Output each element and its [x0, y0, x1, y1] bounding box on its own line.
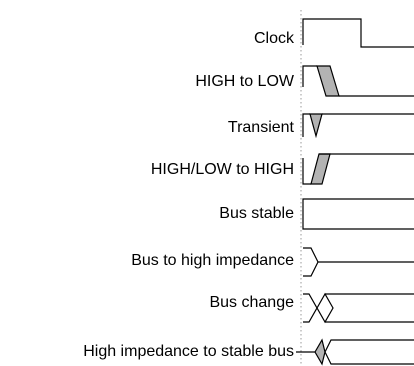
row-highlow-to-high: HIGH/LOW to HIGH	[151, 153, 414, 185]
highlow-to-high-low-segment	[302, 158, 311, 185]
transient-left-stub	[302, 113, 310, 137]
row-transient: Transient	[228, 113, 414, 139]
high-to-low-high-segment	[302, 65, 317, 87]
row-bus-to-highz: Bus to high impedance	[131, 247, 414, 277]
row-bus-stable: Bus stable	[219, 198, 414, 230]
signal-label-clock: Clock	[254, 30, 295, 47]
clock-waveform	[302, 18, 414, 48]
transient-spike	[309, 113, 323, 139]
highlow-to-high-transition	[310, 153, 331, 185]
highz-to-bus-transition	[314, 338, 326, 366]
signal-label-transient: Transient	[228, 119, 295, 136]
row-high-to-low: HIGH to LOW	[195, 65, 414, 97]
row-clock: Clock	[254, 18, 414, 48]
bus-change-waveform	[303, 292, 414, 324]
signal-label-bus-stable: Bus stable	[219, 205, 294, 222]
highz-to-bus-stable-segment	[324, 339, 414, 365]
signal-label-highlow-to-high: HIGH/LOW to HIGH	[151, 161, 294, 178]
signal-label-highz-to-bus: High impedance to stable bus	[83, 343, 294, 360]
bus-stable-waveform	[302, 198, 414, 230]
bus-to-highz-waveform	[303, 247, 414, 277]
signal-label-bus-change: Bus change	[209, 294, 294, 311]
row-highz-to-bus: High impedance to stable bus	[83, 338, 414, 366]
high-to-low-transition	[316, 65, 340, 97]
signal-label-high-to-low: HIGH to LOW	[195, 73, 295, 90]
signal-label-bus-to-highz: Bus to high impedance	[131, 252, 294, 269]
row-bus-change: Bus change	[209, 292, 414, 324]
